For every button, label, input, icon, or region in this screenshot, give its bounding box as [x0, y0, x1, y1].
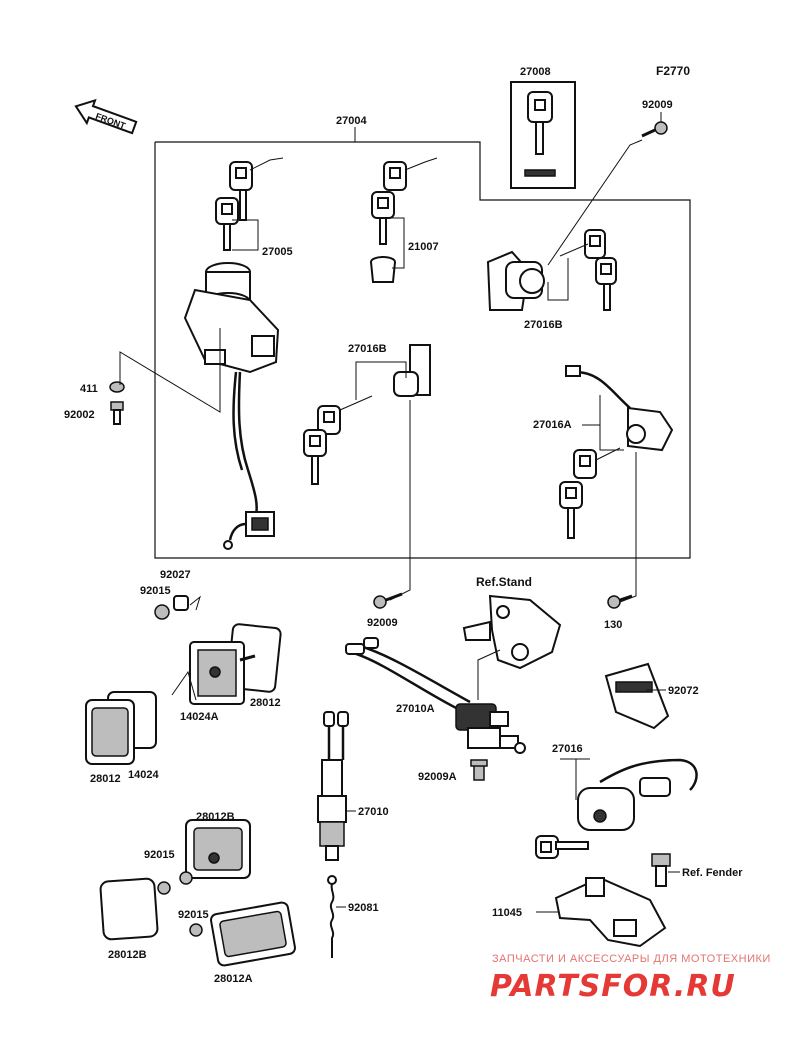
label-411: 411 [80, 383, 98, 395]
label-27004: 27004 [336, 115, 367, 127]
label-21007: 21007 [408, 241, 439, 253]
label-27016: 27016 [552, 743, 583, 755]
label-27010: 27010 [358, 806, 389, 818]
label-92009A: 92009A [418, 771, 457, 783]
label-92009-mid: 92009 [367, 617, 398, 629]
spacer-92027 [173, 595, 189, 611]
label-130: 130 [604, 619, 622, 631]
label-ref-stand: Ref.Stand [476, 575, 532, 589]
label-92015-c: 92015 [178, 909, 209, 921]
diagram-code: F2770 [656, 64, 690, 78]
ignition-connector [223, 511, 275, 550]
label-11045: 11045 [492, 907, 522, 919]
label-92081: 92081 [348, 902, 379, 914]
screw-92009-top [641, 121, 668, 138]
spring-92081 [327, 875, 337, 958]
label-28012-a: 28012 [250, 697, 281, 709]
watermark-brand: PARTSFOR.RU [490, 969, 736, 1004]
label-92009-top: 92009 [642, 99, 673, 111]
label-92015-a: 92015 [140, 585, 171, 597]
screw-92009-mid [373, 592, 403, 609]
lock-27016B-middle [303, 344, 431, 485]
label-27005: 27005 [262, 246, 293, 258]
cable-lock-27016 [535, 758, 698, 859]
lock-27016A [559, 365, 674, 539]
label-14024A: 14024A [180, 711, 219, 723]
reflector-28012B-bottom [99, 877, 159, 941]
label-14024: 14024 [128, 769, 159, 781]
watermark: ЗАПЧАСТИ И АКСЕССУАРЫ ДЛЯ МОТОТЕХНИКИ PA… [490, 953, 771, 1004]
nut-92015-c [189, 923, 203, 937]
screw-92009A [470, 759, 488, 781]
label-28012B-top: 28012B [196, 811, 235, 823]
label-27016B-mid: 27016B [348, 343, 387, 355]
fender-bolt [651, 853, 671, 887]
label-28012B-bottom: 28012B [108, 949, 147, 961]
label-92015-b: 92015 [144, 849, 175, 861]
bracket-11045 [554, 876, 667, 948]
label-92002: 92002 [64, 409, 95, 421]
nut-92015-a [154, 604, 170, 620]
bolt-130 [607, 594, 633, 609]
label-92027: 92027 [160, 569, 191, 581]
label-27008: 27008 [520, 66, 551, 78]
label-28012A: 28012A [214, 973, 253, 985]
label-28012-b: 28012 [90, 773, 121, 785]
bolt-92002 [110, 401, 124, 425]
reflector-28012A [210, 901, 296, 967]
label-27016B-top: 27016B [524, 319, 563, 331]
ignition-switch [183, 262, 280, 374]
kit-frame-27004 [154, 141, 691, 559]
label-27016A: 27016A [533, 419, 572, 431]
ignition-keys [215, 157, 284, 251]
ignition-harness [237, 371, 258, 516]
label-92072: 92072 [668, 685, 699, 697]
front-arrow-icon: FRONT [74, 98, 138, 135]
switch-27010 [317, 711, 349, 861]
reflector-14024 [85, 699, 135, 765]
lock-cap [370, 256, 396, 283]
nut-92015-b [157, 871, 193, 895]
clip-92072 [604, 662, 670, 730]
stand-switch-27010A [345, 637, 526, 754]
stand-bracket [462, 594, 562, 670]
helmet-lock-keys [371, 157, 438, 245]
reflector-bracket-14024A [189, 641, 256, 705]
watermark-tagline: ЗАПЧАСТИ И АКСЕССУАРЫ ДЛЯ МОТОТЕХНИКИ [492, 953, 771, 965]
reflector-28012B-top [185, 819, 251, 879]
label-27010A: 27010A [396, 703, 435, 715]
seat-lock-27016B [486, 229, 617, 311]
washer-411 [109, 381, 125, 393]
label-ref-fender: Ref. Fender [682, 867, 743, 879]
key-tag-card [510, 81, 576, 189]
